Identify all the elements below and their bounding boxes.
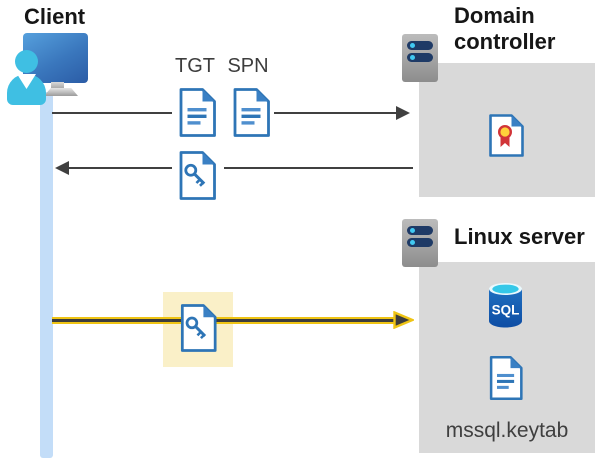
monitor-stand-neck	[51, 82, 64, 89]
domain-controller-label: Domain controller	[454, 3, 556, 54]
auth-connection-arrow-core	[52, 319, 395, 322]
spn-document-icon	[233, 88, 270, 137]
server-bar	[407, 226, 433, 235]
keytab-document-icon	[489, 355, 523, 401]
certificate-icon	[489, 114, 524, 157]
client-lifeline	[40, 92, 53, 458]
server-led	[410, 55, 415, 60]
server-bar	[407, 41, 433, 50]
linux-server-label: Linux server	[454, 224, 585, 249]
sql-label: SQL	[492, 303, 520, 318]
user-icon	[15, 50, 38, 73]
request-arrowhead	[396, 106, 410, 120]
server-bar	[407, 238, 433, 247]
tgt-label: TGT	[175, 55, 215, 77]
keytab-label: mssql.keytab	[445, 419, 569, 442]
auth-connection-arrow	[52, 317, 395, 324]
request-arrow-line-right	[274, 112, 397, 114]
key-ticket-icon	[179, 151, 216, 200]
tgt-document-icon	[179, 88, 216, 137]
server-led	[410, 240, 415, 245]
server-bar	[407, 53, 433, 62]
return-arrow-line-right	[224, 167, 413, 169]
domain-controller-server-icon	[402, 34, 438, 82]
auth-connection-arrowhead	[393, 311, 414, 329]
request-arrow-line-left	[52, 112, 172, 114]
sql-database-icon: SQL	[489, 283, 522, 328]
spn-label: SPN	[227, 55, 269, 77]
monitor-stand-base	[44, 88, 78, 96]
key-ticket-highlighted-icon	[180, 304, 217, 352]
server-led	[410, 228, 415, 233]
return-arrowhead	[55, 161, 69, 175]
server-led	[410, 43, 415, 48]
return-arrow-line-left	[68, 167, 172, 169]
client-label: Client	[24, 4, 86, 29]
linux-server-icon	[402, 219, 438, 267]
